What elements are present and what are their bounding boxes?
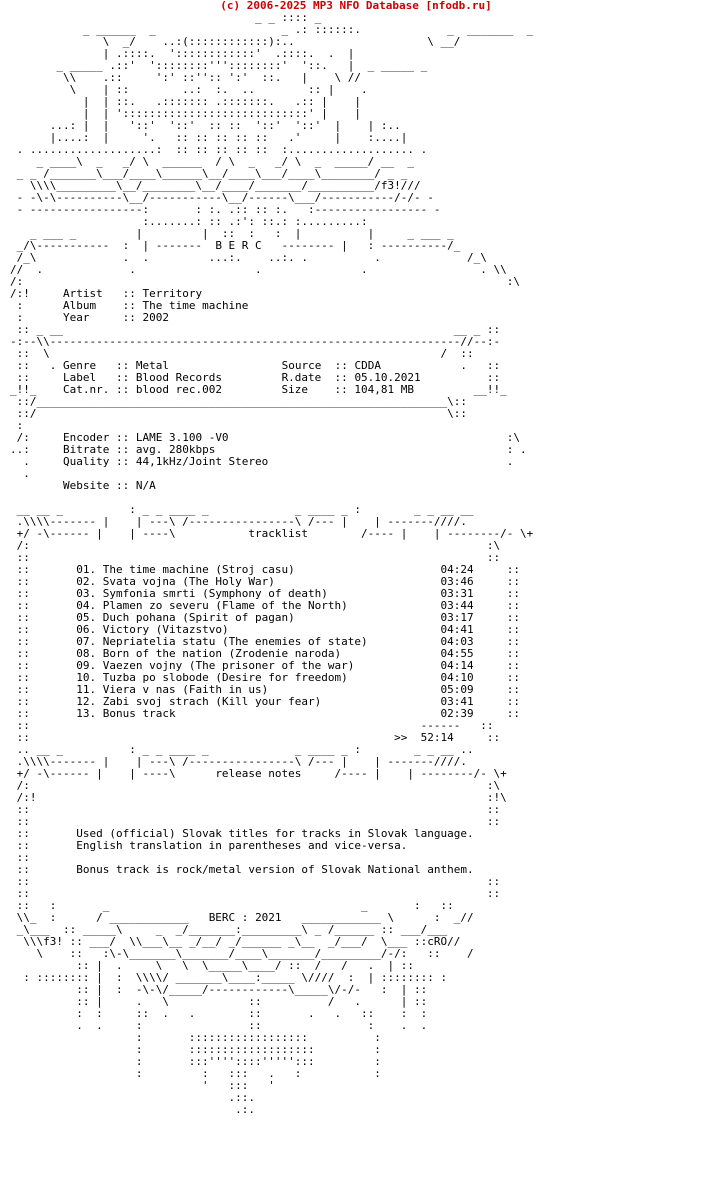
track-row: :: 04. Plamen zo severu (Flame of the No… [10, 599, 520, 612]
track-time: 04:24 [440, 563, 474, 576]
track-row: :: 13. Bonus track 02:39 :: [10, 707, 520, 720]
track-title: Viera v nas (Faith in us) [102, 683, 269, 696]
track-title: Svata vojna (The Holy War) [102, 575, 275, 588]
track-number: 08. [76, 647, 97, 660]
track-number: 13. [76, 707, 97, 720]
track-number: 02. [76, 575, 97, 588]
track-time: 03:46 [440, 575, 474, 588]
track-number: 12. [76, 695, 97, 708]
track-row: :: 11. Viera v nas (Faith in us) 05:09 :… [10, 683, 520, 696]
track-row: :: 06. Victory (Vitazstvo) 04:41 :: [10, 623, 520, 636]
track-time: 04:10 [440, 671, 474, 684]
footer-left-tag: f3! [43, 935, 63, 948]
track-row: :: 10. Tuzba po slobode (Desire for free… [10, 671, 520, 684]
track-time: 04:41 [440, 623, 474, 636]
track-time: 04:03 [440, 635, 474, 648]
track-title: Victory (Vitazstvo) [102, 623, 229, 636]
total-prefix: >> [394, 731, 408, 744]
track-row: :: 09. Vaezen vojny (The prisoner of the… [10, 659, 520, 672]
footer-year: 2021 [255, 911, 282, 924]
track-number: 09. [76, 659, 97, 672]
site-banner: (c) 2006-2025 MP3 NFO Database [nfodb.ru… [220, 0, 492, 12]
track-title: Born of the nation (Zrodenie naroda) [102, 647, 342, 660]
track-row: :: 01. The time machine (Stroj casu) 04:… [10, 563, 520, 576]
track-title: Tuzba po slobode (Desire for freedom) [102, 671, 348, 684]
note-line-3: Bonus track is rock/metal version of Slo… [76, 863, 474, 876]
track-title: Zabi svoj strach (Kill your fear) [102, 695, 322, 708]
track-row: :: 02. Svata vojna (The Holy War) 03:46 … [10, 575, 520, 588]
track-time: 03:17 [440, 611, 474, 624]
track-time: 03:31 [440, 587, 474, 600]
release-notes-title: release notes [215, 767, 302, 780]
track-row: :: 03. Symfonia smrti (Symphony of death… [10, 587, 520, 600]
track-number: 07. [76, 635, 97, 648]
track-number: 01. [76, 563, 97, 576]
nfo-document: _ _ :::: _ _ ______ _ _ .: ::::::. _ ___… [10, 12, 553, 1116]
track-row: :: 07. Nepriatelia statu (The enemies of… [10, 635, 520, 648]
note-line-1: Used (official) Slovak titles for tracks… [76, 827, 474, 840]
track-row: :: 05. Duch pohana (Spirit of pagan) 03:… [10, 611, 520, 624]
track-time: 02:39 [440, 707, 474, 720]
tracklist: :: 01. The time machine (Stroj casu) 04:… [10, 563, 520, 720]
track-number: 05. [76, 611, 97, 624]
track-title: Plamen zo severu (Flame of the North) [102, 599, 348, 612]
tracklist-title: tracklist [248, 527, 309, 540]
info-block: /:! Artist :: Territory : Album :: The t… [10, 287, 527, 492]
track-number: 06. [76, 623, 97, 636]
total-time: 52:14 [420, 731, 454, 744]
track-row: :: 12. Zabi svoj strach (Kill your fear)… [10, 695, 520, 708]
footer-name: BERC [208, 911, 236, 924]
note-line-2: English translation in parentheses and v… [76, 839, 408, 852]
track-title: The time machine (Stroj casu) [102, 563, 295, 576]
track-title: Bonus track [102, 707, 176, 720]
track-number: 11. [76, 683, 97, 696]
track-time: 03:41 [440, 695, 474, 708]
ascii-logo: _ _ :::: _ _ ______ _ _ .: ::::::. _ ___… [16, 11, 534, 252]
track-number: 10. [76, 671, 97, 684]
track-time: 03:44 [440, 599, 474, 612]
track-title: Vaezen vojny (The prisoner of the war) [102, 659, 355, 672]
footer-right-tag: cRO [427, 935, 448, 948]
logo-text: B E R C [215, 239, 262, 252]
track-number: 04. [76, 599, 97, 612]
track-time: 05:09 [440, 683, 474, 696]
track-title: Duch pohana (Spirit of pagan) [102, 611, 295, 624]
track-title: Nepriatelia statu (The enemies of state) [102, 635, 368, 648]
track-row: :: 08. Born of the nation (Zrodenie naro… [10, 647, 520, 660]
track-number: 03. [76, 587, 97, 600]
track-time: 04:55 [440, 647, 474, 660]
track-time: 04:14 [440, 659, 474, 672]
track-title: Symfonia smrti (Symphony of death) [102, 587, 328, 600]
